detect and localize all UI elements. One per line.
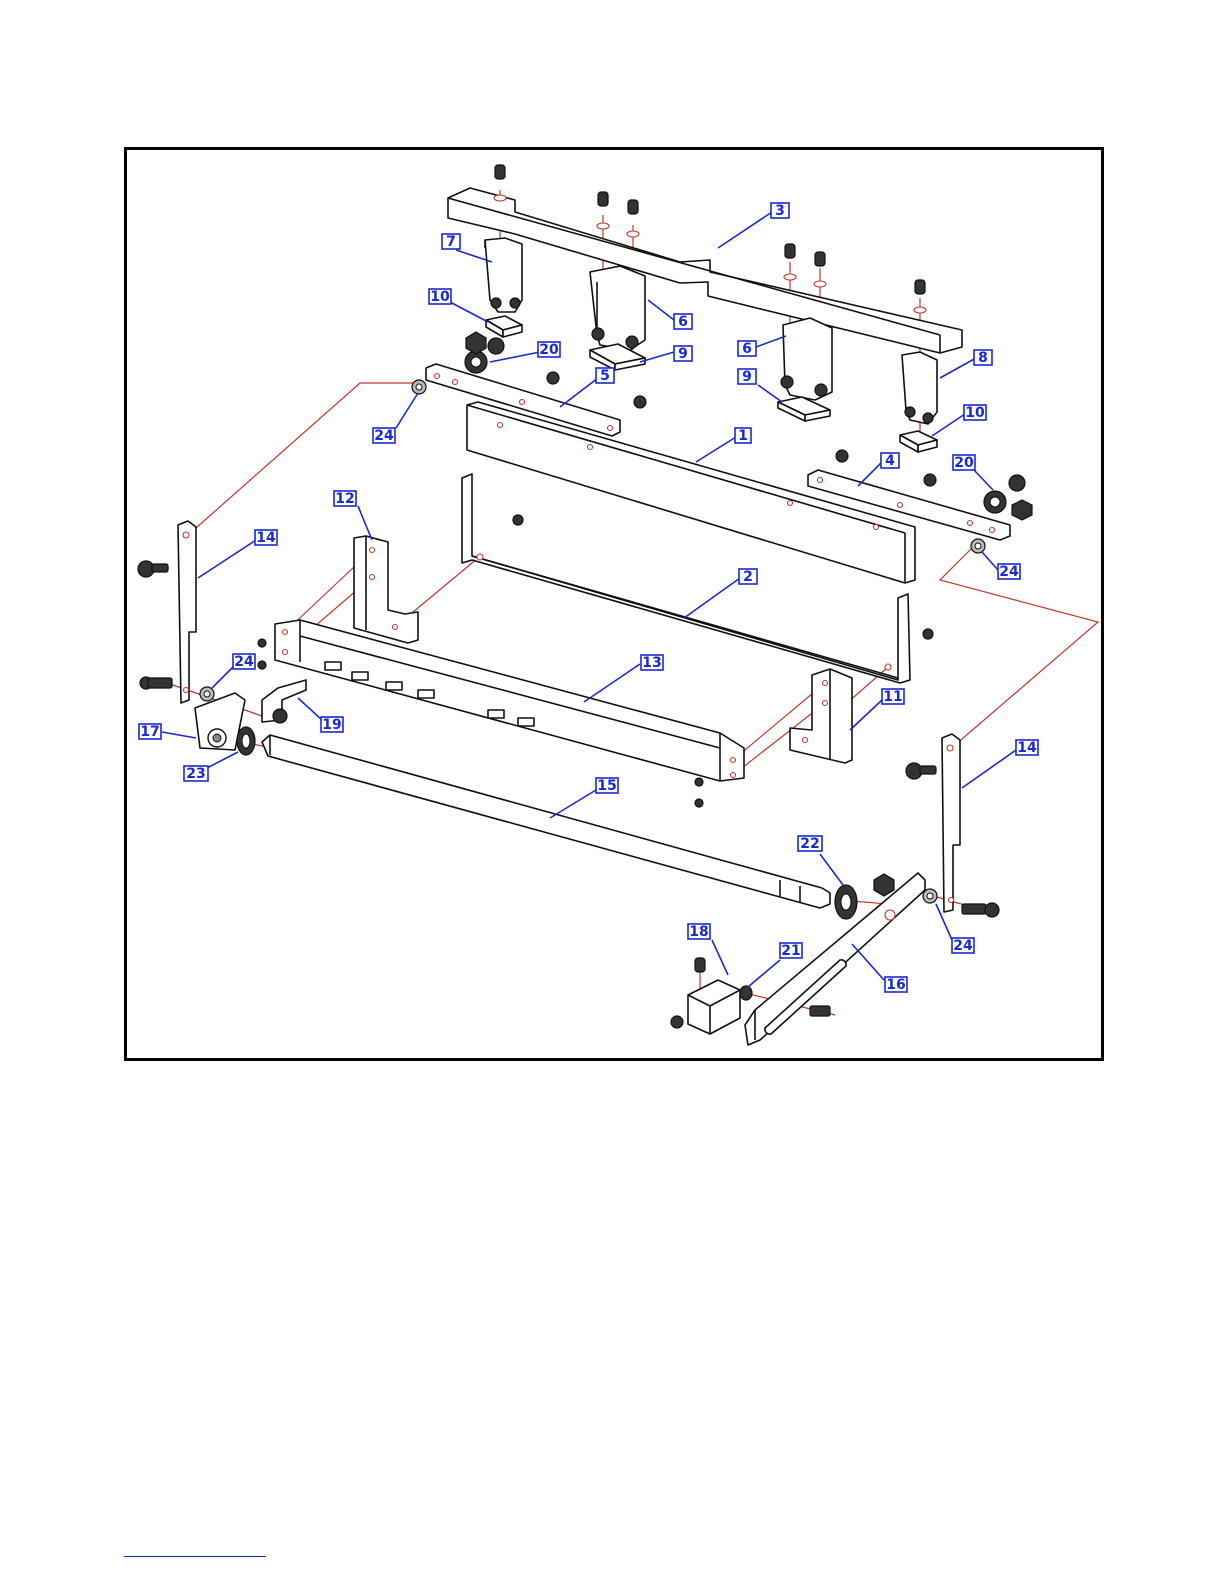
part-24-washer-3 <box>200 687 214 701</box>
callout-18: 18 <box>688 924 710 940</box>
svg-text:15: 15 <box>597 778 616 794</box>
part-12-bracket <box>354 536 418 643</box>
part-8-bracket <box>902 352 937 424</box>
callout-17: 17 <box>139 724 161 740</box>
callout-9: 9 <box>674 346 692 362</box>
part-20-bearing-right <box>984 475 1032 520</box>
svg-text:12: 12 <box>335 491 354 507</box>
callout-22: 22 <box>798 836 822 852</box>
svg-text:9: 9 <box>742 369 752 385</box>
part-20-bearing-left <box>465 332 504 373</box>
svg-text:6: 6 <box>742 341 752 357</box>
callout-11: 11 <box>882 689 904 705</box>
part-24-washer-1 <box>412 380 426 394</box>
callout-15: 15 <box>596 778 618 794</box>
callout-1: 1 <box>735 428 751 444</box>
part-6-bracket-right <box>781 318 832 400</box>
callout-12: 12 <box>334 491 356 507</box>
callout-10: 10 <box>429 289 451 305</box>
part-18-block <box>671 958 740 1034</box>
part-7-bracket <box>485 238 522 312</box>
svg-text:24: 24 <box>999 564 1019 580</box>
svg-text:14: 14 <box>1017 740 1037 756</box>
part-14-arm-left <box>138 521 196 703</box>
svg-text:8: 8 <box>978 350 988 366</box>
part-23-bearing <box>237 727 255 755</box>
svg-text:16: 16 <box>886 977 905 993</box>
svg-text:3: 3 <box>775 203 785 219</box>
svg-text:7: 7 <box>446 234 456 250</box>
callout-4: 4 <box>881 453 899 469</box>
svg-text:24: 24 <box>234 654 254 670</box>
svg-text:11: 11 <box>883 689 902 705</box>
callout-20: 20 <box>953 455 975 471</box>
svg-text:14: 14 <box>256 530 276 546</box>
callout-21: 21 <box>780 943 802 959</box>
svg-text:23: 23 <box>186 766 205 782</box>
callout-23: 23 <box>184 766 208 782</box>
callout-24: 24 <box>952 938 974 954</box>
part-24-washer-2 <box>971 539 985 553</box>
part-24-washer-4 <box>923 889 937 903</box>
callout-2: 2 <box>739 569 757 585</box>
callout-20: 20 <box>538 342 560 358</box>
svg-text:2: 2 <box>743 569 753 585</box>
footer-rule <box>124 1556 266 1557</box>
svg-text:24: 24 <box>953 938 973 954</box>
svg-text:21: 21 <box>781 943 800 959</box>
svg-text:9: 9 <box>678 346 688 362</box>
part-6-bracket-left <box>590 266 645 350</box>
callout-24: 24 <box>373 428 395 444</box>
callout-9: 9 <box>738 369 756 385</box>
callout-16: 16 <box>885 977 907 993</box>
callout-6: 6 <box>674 314 692 330</box>
svg-text:17: 17 <box>140 724 159 740</box>
callout-24: 24 <box>233 654 255 670</box>
svg-text:24: 24 <box>374 428 394 444</box>
callout-8: 8 <box>974 350 992 366</box>
svg-text:20: 20 <box>539 342 559 358</box>
callout-5: 5 <box>596 368 614 384</box>
svg-text:6: 6 <box>678 314 688 330</box>
svg-text:13: 13 <box>642 655 661 671</box>
callout-24: 24 <box>998 564 1020 580</box>
callout-10: 10 <box>964 405 986 421</box>
part-9-plate-left <box>590 344 645 370</box>
part-19-tab <box>262 680 306 723</box>
part-3-top-bar <box>448 188 962 353</box>
callout-13: 13 <box>641 655 663 671</box>
svg-text:18: 18 <box>689 924 708 940</box>
callout-14: 14 <box>1016 740 1038 756</box>
part-10-pad-left <box>486 316 522 337</box>
svg-text:10: 10 <box>430 289 450 305</box>
part-21-pin <box>740 986 752 1000</box>
part-11-bracket <box>790 669 852 763</box>
svg-text:5: 5 <box>600 368 610 384</box>
svg-text:20: 20 <box>954 455 974 471</box>
part-10-pad-right <box>900 431 937 452</box>
svg-text:1: 1 <box>738 428 748 444</box>
part-9-plate-right <box>778 397 830 421</box>
callout-3: 3 <box>771 203 789 219</box>
svg-text:10: 10 <box>965 405 985 421</box>
callout-6: 6 <box>738 341 756 357</box>
svg-text:19: 19 <box>322 717 341 733</box>
callout-7: 7 <box>442 234 460 250</box>
callout-14: 14 <box>255 530 277 546</box>
svg-text:4: 4 <box>885 453 895 469</box>
part-13-channel <box>258 620 744 807</box>
callout-19: 19 <box>321 717 343 733</box>
svg-text:22: 22 <box>800 836 819 852</box>
